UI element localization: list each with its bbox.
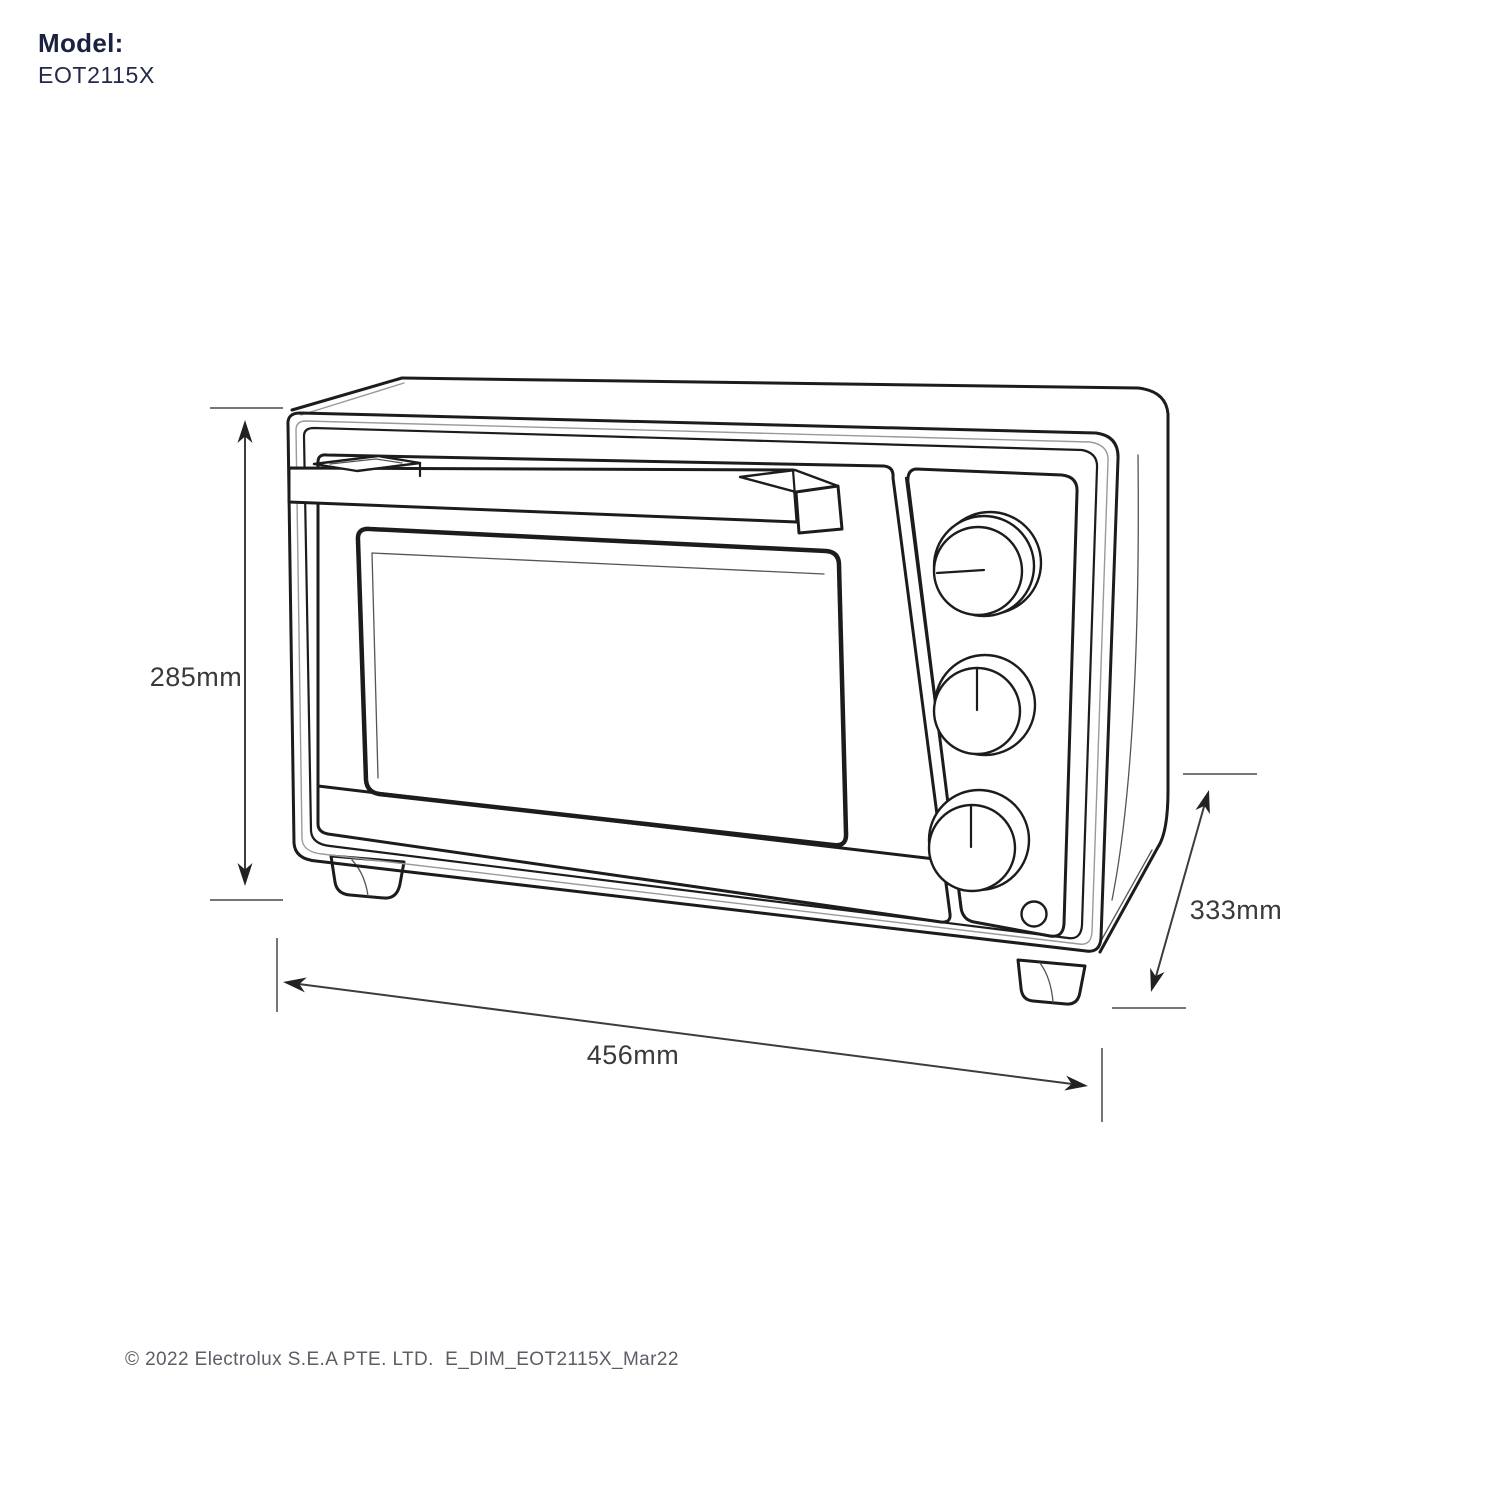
oven-top-face	[290, 376, 1170, 954]
dim-height: 285mm	[150, 407, 283, 901]
knob-pointer	[935, 568, 986, 575]
oven-door	[316, 453, 964, 924]
dim-width: 456mm	[276, 938, 1103, 1122]
door-window	[355, 526, 849, 848]
width-dimension-label: 456mm	[587, 1040, 680, 1070]
handle-right-endcap	[794, 484, 844, 535]
knob-middle	[932, 653, 1037, 757]
door-lower-band	[316, 784, 945, 862]
copyright-note: © 2022 Electrolux S.E.A PTE. LTD. E_DIM_…	[125, 1349, 679, 1370]
model-number: EOT2115X	[38, 62, 155, 88]
control-panel	[906, 467, 1079, 938]
dim-depth: 333mm	[1112, 773, 1283, 1009]
model-block: Model: EOT2115X	[38, 28, 155, 89]
foot-front-right	[1016, 958, 1087, 1006]
indicator-light	[1020, 900, 1048, 928]
oven-front-face	[286, 411, 1120, 953]
depth-dimension-label: 333mm	[1190, 895, 1283, 925]
foot-front-left	[329, 854, 406, 900]
handle-bar	[287, 466, 799, 524]
knob-top	[932, 510, 1043, 618]
oven-body	[286, 376, 1170, 1006]
knob-bottom	[927, 788, 1031, 893]
oven-side-face	[1096, 454, 1153, 949]
height-dimension-label: 285mm	[150, 662, 243, 692]
model-label: Model:	[38, 28, 124, 58]
door-handle	[287, 454, 844, 535]
